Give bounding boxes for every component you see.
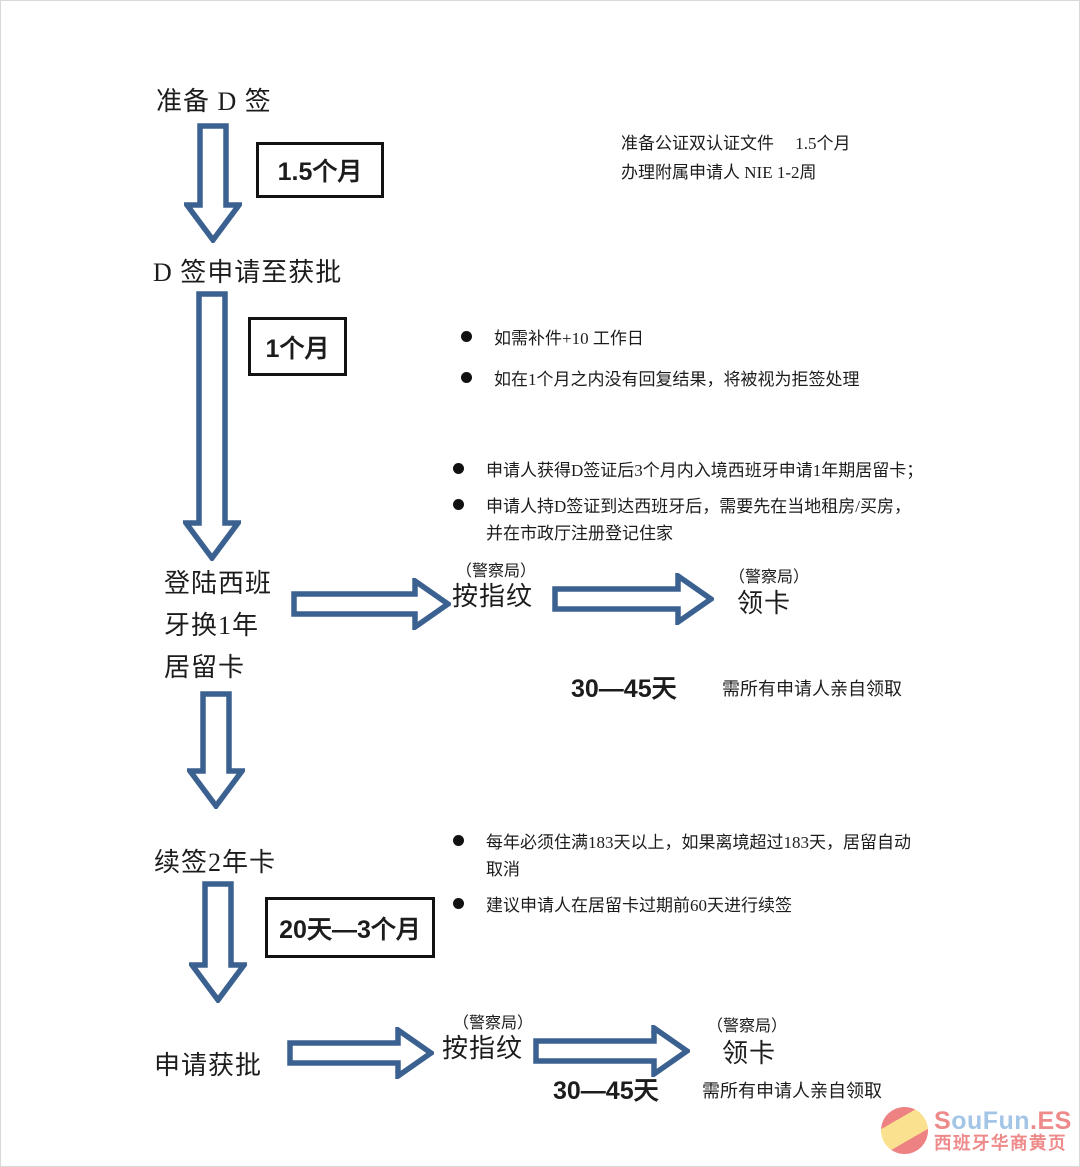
arrow-down-icon bbox=[187, 691, 245, 809]
arrow-down-icon bbox=[189, 881, 247, 1003]
note-item: 如需补件+10 工作日 bbox=[461, 325, 1001, 352]
node-fingerprint-2: 按指纹 bbox=[442, 1034, 524, 1063]
note-item: 建议申请人在居留卡过期前60天进行续签 bbox=[453, 892, 1013, 919]
duration-box-1: 1.5个月 bbox=[256, 142, 384, 198]
brand-tagline: 西班牙华商黄页 bbox=[934, 1133, 1067, 1154]
node-fingerprint-1: 按指纹 bbox=[452, 582, 534, 611]
notes-group-2: 申请人获得D签证后3个月内入境西班牙申请1年期居留卡； 申请人持D签证到达西班牙… bbox=[453, 457, 1013, 556]
note-item: 申请人获得D签证后3个月内入境西班牙申请1年期居留卡； bbox=[453, 457, 1013, 484]
arrow-down-icon bbox=[184, 123, 242, 243]
label-police-station-4: （警察局） bbox=[707, 1018, 788, 1035]
label-police-station-3: （警察局） bbox=[453, 1015, 534, 1032]
label-police-station-2: （警察局） bbox=[729, 569, 810, 586]
duration-box-2: 1个月 bbox=[248, 317, 347, 376]
label-police-station-1: （警察局） bbox=[456, 563, 537, 580]
bullet-icon bbox=[453, 463, 464, 474]
spain-flag-circle-icon bbox=[881, 1107, 928, 1154]
arrow-down-icon bbox=[183, 291, 241, 561]
note-item: 每年必须住满183天以上，如果离境超过183天，居留自动 取消 bbox=[453, 829, 1013, 883]
arrow-right-icon bbox=[291, 578, 451, 630]
bullet-icon bbox=[453, 835, 464, 846]
node-landing-spain: 登陆西班 牙换1年 居留卡 bbox=[164, 569, 273, 682]
bullet-icon bbox=[453, 499, 464, 510]
node-renew-2yr-card: 续签2年卡 bbox=[154, 848, 277, 877]
node-collect-card-1: 领卡 bbox=[737, 589, 792, 618]
bullet-icon bbox=[461, 331, 472, 342]
arrow-right-icon bbox=[287, 1027, 434, 1079]
brand-name: SouFun.ES bbox=[934, 1107, 1072, 1136]
label-wait-days-2: 30—45天 bbox=[553, 1077, 659, 1105]
node-collect-card-2: 领卡 bbox=[722, 1039, 777, 1068]
label-pickup-note-2: 需所有申请人亲自领取 bbox=[702, 1081, 882, 1101]
duration-label: 1个月 bbox=[265, 334, 330, 363]
label-pickup-note-1: 需所有申请人亲自领取 bbox=[722, 679, 902, 699]
note-top-right: 准备公证双认证文件 1.5个月 办理附属申请人 NIE 1-2周 bbox=[621, 134, 851, 182]
bullet-icon bbox=[453, 898, 464, 909]
notes-group-1: 如需补件+10 工作日 如在1个月之内没有回复结果，将被视为拒签处理 bbox=[461, 325, 1001, 407]
node-dvisa-apply: D 签申请至获批 bbox=[153, 258, 343, 287]
note-item: 申请人持D签证到达西班牙后，需要先在当地租房/买房， 并在市政厅注册登记住家 bbox=[453, 493, 1013, 547]
duration-box-3: 20天—3个月 bbox=[265, 897, 435, 958]
label-wait-days-1: 30—45天 bbox=[571, 675, 677, 703]
duration-label: 20天—3个月 bbox=[279, 915, 421, 944]
arrow-right-icon bbox=[552, 573, 714, 625]
bullet-icon bbox=[461, 372, 472, 383]
arrow-right-icon bbox=[533, 1025, 690, 1077]
soufun-logo: SouFun.ES 西班牙华商黄页 bbox=[881, 1107, 1072, 1154]
note-item: 如在1个月之内没有回复结果，将被视为拒签处理 bbox=[461, 366, 1001, 393]
duration-label: 1.5个月 bbox=[277, 158, 363, 186]
node-prepare-dvisa: 准备 D 签 bbox=[156, 87, 272, 116]
notes-group-3: 每年必须住满183天以上，如果离境超过183天，居留自动 取消 建议申请人在居留… bbox=[453, 829, 1013, 928]
node-application-approved: 申请获批 bbox=[154, 1051, 263, 1080]
